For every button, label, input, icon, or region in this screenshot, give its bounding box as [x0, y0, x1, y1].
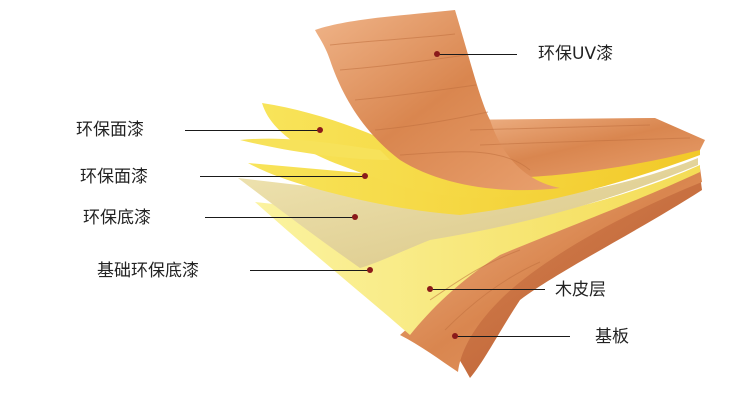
leader-line-wood-veneer	[430, 289, 545, 290]
label-base-coat: 环保底漆	[83, 208, 151, 228]
leader-line-top-coat-2	[200, 176, 365, 177]
label-primer-base-coat: 基础环保底漆	[97, 261, 199, 281]
dot-marker-icon	[362, 173, 368, 179]
leader-line-base-coat	[205, 217, 355, 218]
dot-marker-icon	[452, 333, 458, 339]
leader-line-substrate	[455, 336, 570, 337]
label-wood-veneer: 木皮层	[555, 280, 606, 300]
leader-line-uv-lacquer	[437, 54, 517, 55]
leader-line-primer-base-coat	[250, 270, 370, 271]
dot-marker-icon	[427, 286, 433, 292]
label-top-coat-1: 环保面漆	[76, 120, 144, 140]
label-top-coat-2: 环保面漆	[80, 167, 148, 187]
dot-marker-icon	[317, 127, 323, 133]
label-substrate: 基板	[595, 327, 629, 347]
dot-marker-icon	[367, 267, 373, 273]
dot-marker-icon	[352, 214, 358, 220]
label-uv-lacquer: 环保UV漆	[538, 44, 613, 64]
leader-line-top-coat-1	[185, 130, 320, 131]
dot-marker-icon	[434, 51, 440, 57]
